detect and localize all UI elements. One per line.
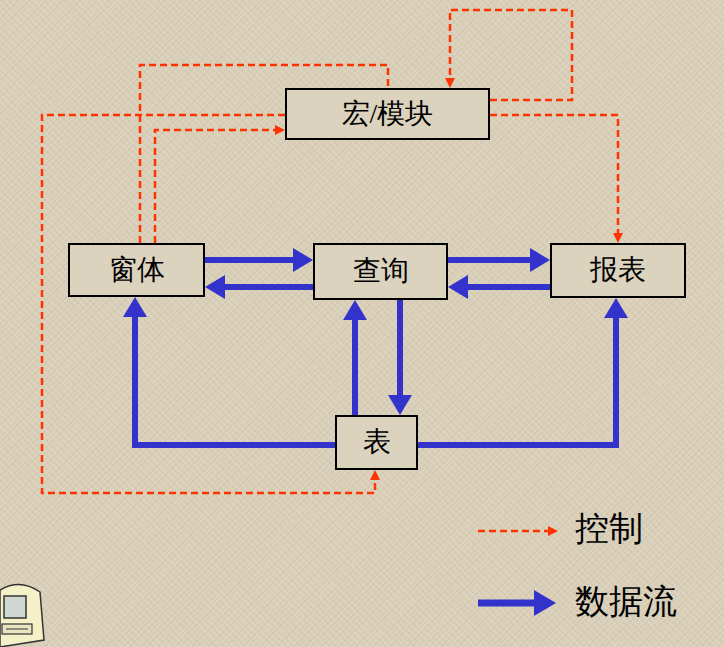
control-arrow [490,115,623,243]
computer-icon [0,584,44,647]
form-box: 窗体 [68,243,205,297]
report-box: 报表 [550,243,686,298]
dataflow-arrow [448,275,550,299]
control-arrow [445,10,572,100]
dataflow-sample-head [534,590,556,616]
dataflow-arrow [388,300,412,415]
control-sample [478,530,548,533]
node-label: 窗体 [109,255,165,286]
dataflow-arrow [418,298,628,445]
node-label: 报表 [590,255,646,286]
dataflow-arrow [123,297,335,445]
control-arrow [42,115,380,493]
module-box: 宏/模块 [285,88,490,140]
dataflow-arrow [205,248,313,272]
node-label: 查询 [353,256,409,287]
control-arrow [155,125,285,243]
dataflow-arrow [205,275,313,299]
query-box: 查询 [313,243,448,300]
dataflow-arrow [448,248,550,272]
node-label: 表 [363,427,391,458]
legend-label: 控制 [575,510,643,547]
control-sample-head [548,526,558,536]
node-label: 宏/模块 [342,99,434,130]
table-box: 表 [335,415,418,470]
legend-label: 数据流 [575,583,677,620]
dataflow-arrow [343,300,367,415]
dataflow-sample [478,600,536,607]
